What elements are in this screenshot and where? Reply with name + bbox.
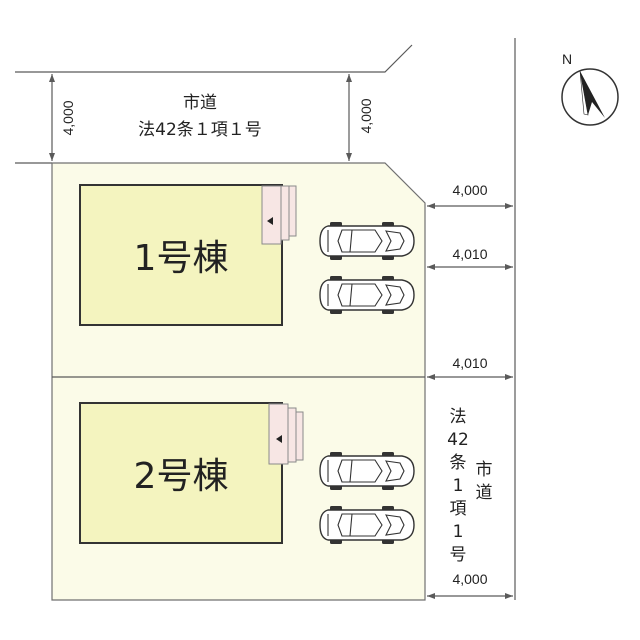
dim-north-right-label: 4,000 <box>358 98 374 133</box>
east-road-name-char: 道 <box>476 483 493 503</box>
house-1-footprint <box>79 184 283 326</box>
east-road-class-char: 42 <box>447 430 469 450</box>
east-road-class-char: 法 <box>450 407 467 427</box>
dim-north-left <box>49 74 55 161</box>
north-road-top-edge <box>15 44 413 73</box>
east-road-class-char: 条 <box>450 453 467 473</box>
east-road-class-char: 号 <box>450 545 467 565</box>
east-road-class-char: 1 <box>453 522 464 542</box>
car-parking-4 <box>319 505 415 545</box>
house-2-label: 2号棟 <box>134 456 229 497</box>
dim-north-right <box>346 74 352 161</box>
car-parking-3 <box>319 451 415 491</box>
dim-east-3 <box>427 374 513 380</box>
east-road-class: 法 42 条 1 項 1 号 <box>447 407 469 565</box>
car-parking-2 <box>319 275 415 315</box>
north-arrow-icon <box>561 68 619 126</box>
dim-east-2-label: 4,010 <box>452 246 487 262</box>
dim-east-1 <box>427 203 513 209</box>
dim-north-left-label: 4,000 <box>60 100 76 135</box>
east-road-class-char: 項 <box>450 499 467 519</box>
dim-east-4-label: 4,000 <box>452 571 487 587</box>
house-1-label: 1号棟 <box>134 238 229 279</box>
east-road-class-char: 1 <box>453 476 464 496</box>
house-1-entrance <box>261 185 297 245</box>
dim-east-2 <box>427 264 513 270</box>
car-parking-1 <box>319 221 415 261</box>
dim-east-4 <box>427 593 513 599</box>
north-road-name: 市道 <box>183 93 217 113</box>
east-road-name-char: 市 <box>476 460 493 480</box>
house-2-footprint <box>79 402 283 544</box>
north-road-class: 法42条１項１号 <box>138 120 262 140</box>
dim-east-1-label: 4,000 <box>452 182 487 198</box>
compass-label: N <box>562 51 572 67</box>
house-2-entrance <box>268 403 304 465</box>
east-road-name: 市 道 <box>476 460 493 503</box>
dim-east-3-label: 4,010 <box>452 355 487 371</box>
